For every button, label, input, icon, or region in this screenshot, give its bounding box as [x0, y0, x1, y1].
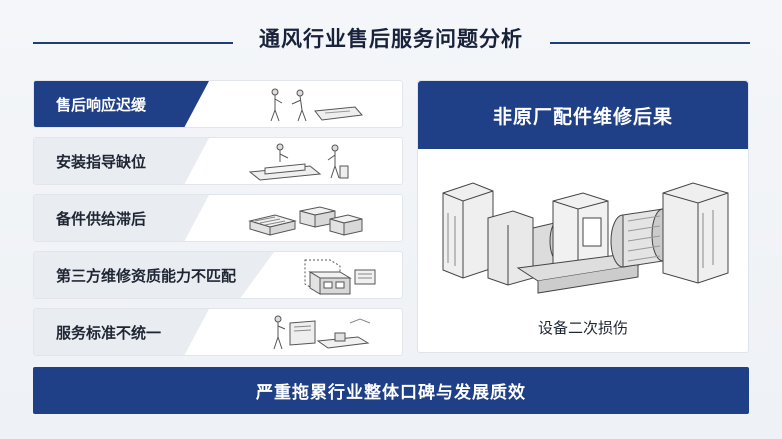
conclusion-bar: 严重拖累行业整体口碑与发展质效	[33, 367, 749, 414]
repair-workbench-icon	[304, 259, 376, 295]
issue-label: 安装指导缺位	[56, 152, 147, 171]
issue-item-service-standard: 服务标准不统一	[33, 308, 403, 356]
issue-item-third-party-repair: 第三方维修资质能力不匹配	[33, 251, 403, 299]
issue-label: 售后响应迟缓	[56, 95, 147, 114]
consequence-title: 非原厂配件维修后果	[492, 105, 673, 128]
worker-console-icon	[273, 315, 371, 350]
issue-label-background	[34, 252, 274, 298]
industrial-fan-equipment-icon	[442, 182, 729, 294]
issue-item-install-guidance: 安装指导缺位	[33, 137, 403, 185]
issue-label: 服务标准不统一	[56, 323, 162, 342]
issue-list: 售后响应迟缓 安装指导缺位	[33, 80, 403, 365]
consequence-caption: 设备二次损伤	[537, 319, 628, 337]
issue-item-spare-parts: 备件供给滞后	[33, 194, 403, 242]
issue-label: 第三方维修资质能力不匹配	[56, 266, 237, 285]
conclusion-text: 严重拖累行业整体口碑与发展质效	[256, 383, 526, 403]
title-divider-right	[550, 42, 750, 44]
workers-inspecting-icon	[270, 88, 363, 122]
title-row: 通风行业售后服务问题分析	[0, 18, 782, 58]
title-divider-left	[33, 42, 233, 44]
workers-installing-icon	[248, 143, 349, 181]
issue-label: 备件供给滞后	[56, 209, 147, 228]
page-title: 通风行业售后服务问题分析	[259, 27, 523, 51]
consequence-header: 非原厂配件维修后果	[418, 81, 748, 149]
issue-label-background	[34, 81, 209, 127]
issue-item-response-delay: 售后响应迟缓	[33, 80, 403, 128]
issue-label-background	[34, 138, 209, 184]
spare-parts-boxes-icon	[248, 206, 363, 236]
issue-label-background	[34, 195, 209, 241]
issue-label-background	[34, 309, 209, 355]
consequence-panel: 非原厂配件维修后果	[417, 80, 749, 353]
